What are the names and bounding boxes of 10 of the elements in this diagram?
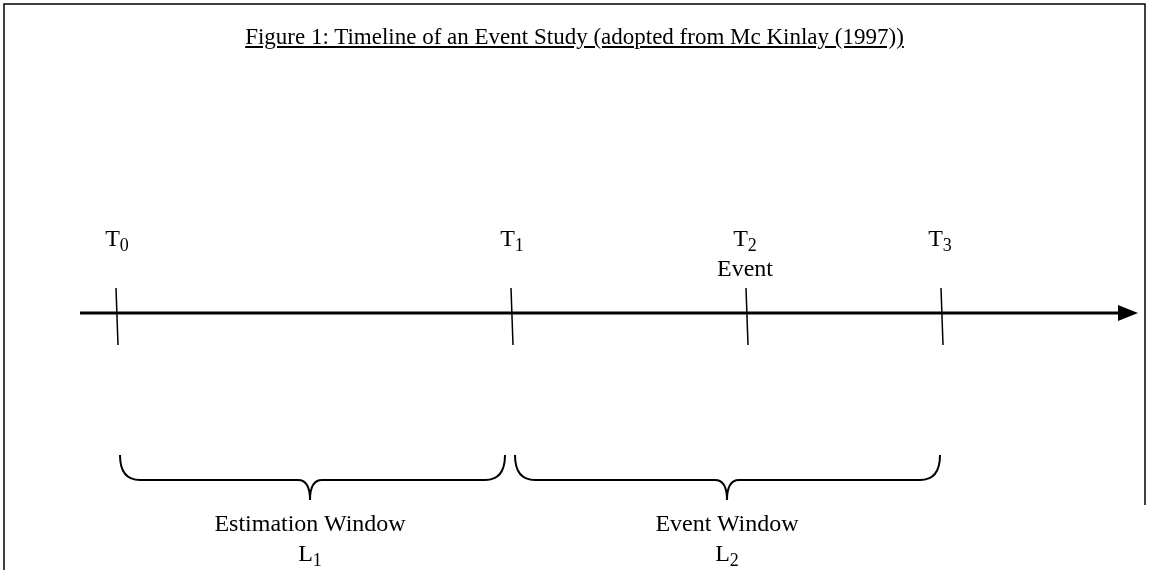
- axis-label: T$_{3}$: [928, 226, 952, 250]
- axis-label: L$_{1}$: [298, 541, 322, 565]
- axis-label: T$_{2}$: [733, 226, 757, 250]
- axis-label: Event Window: [655, 511, 799, 535]
- axis-label: L$_{2}$: [715, 541, 739, 565]
- figure-title: Figure 1: Timeline of an Event Study (adopted from Mc Kinlay (1997)): [244, 23, 905, 51]
- axis-label: Estimation Window: [214, 511, 406, 535]
- axis-label: Event: [717, 256, 773, 280]
- axis-label: T$_{0}$: [105, 226, 129, 250]
- axis-label: T$_{1}$: [500, 226, 524, 250]
